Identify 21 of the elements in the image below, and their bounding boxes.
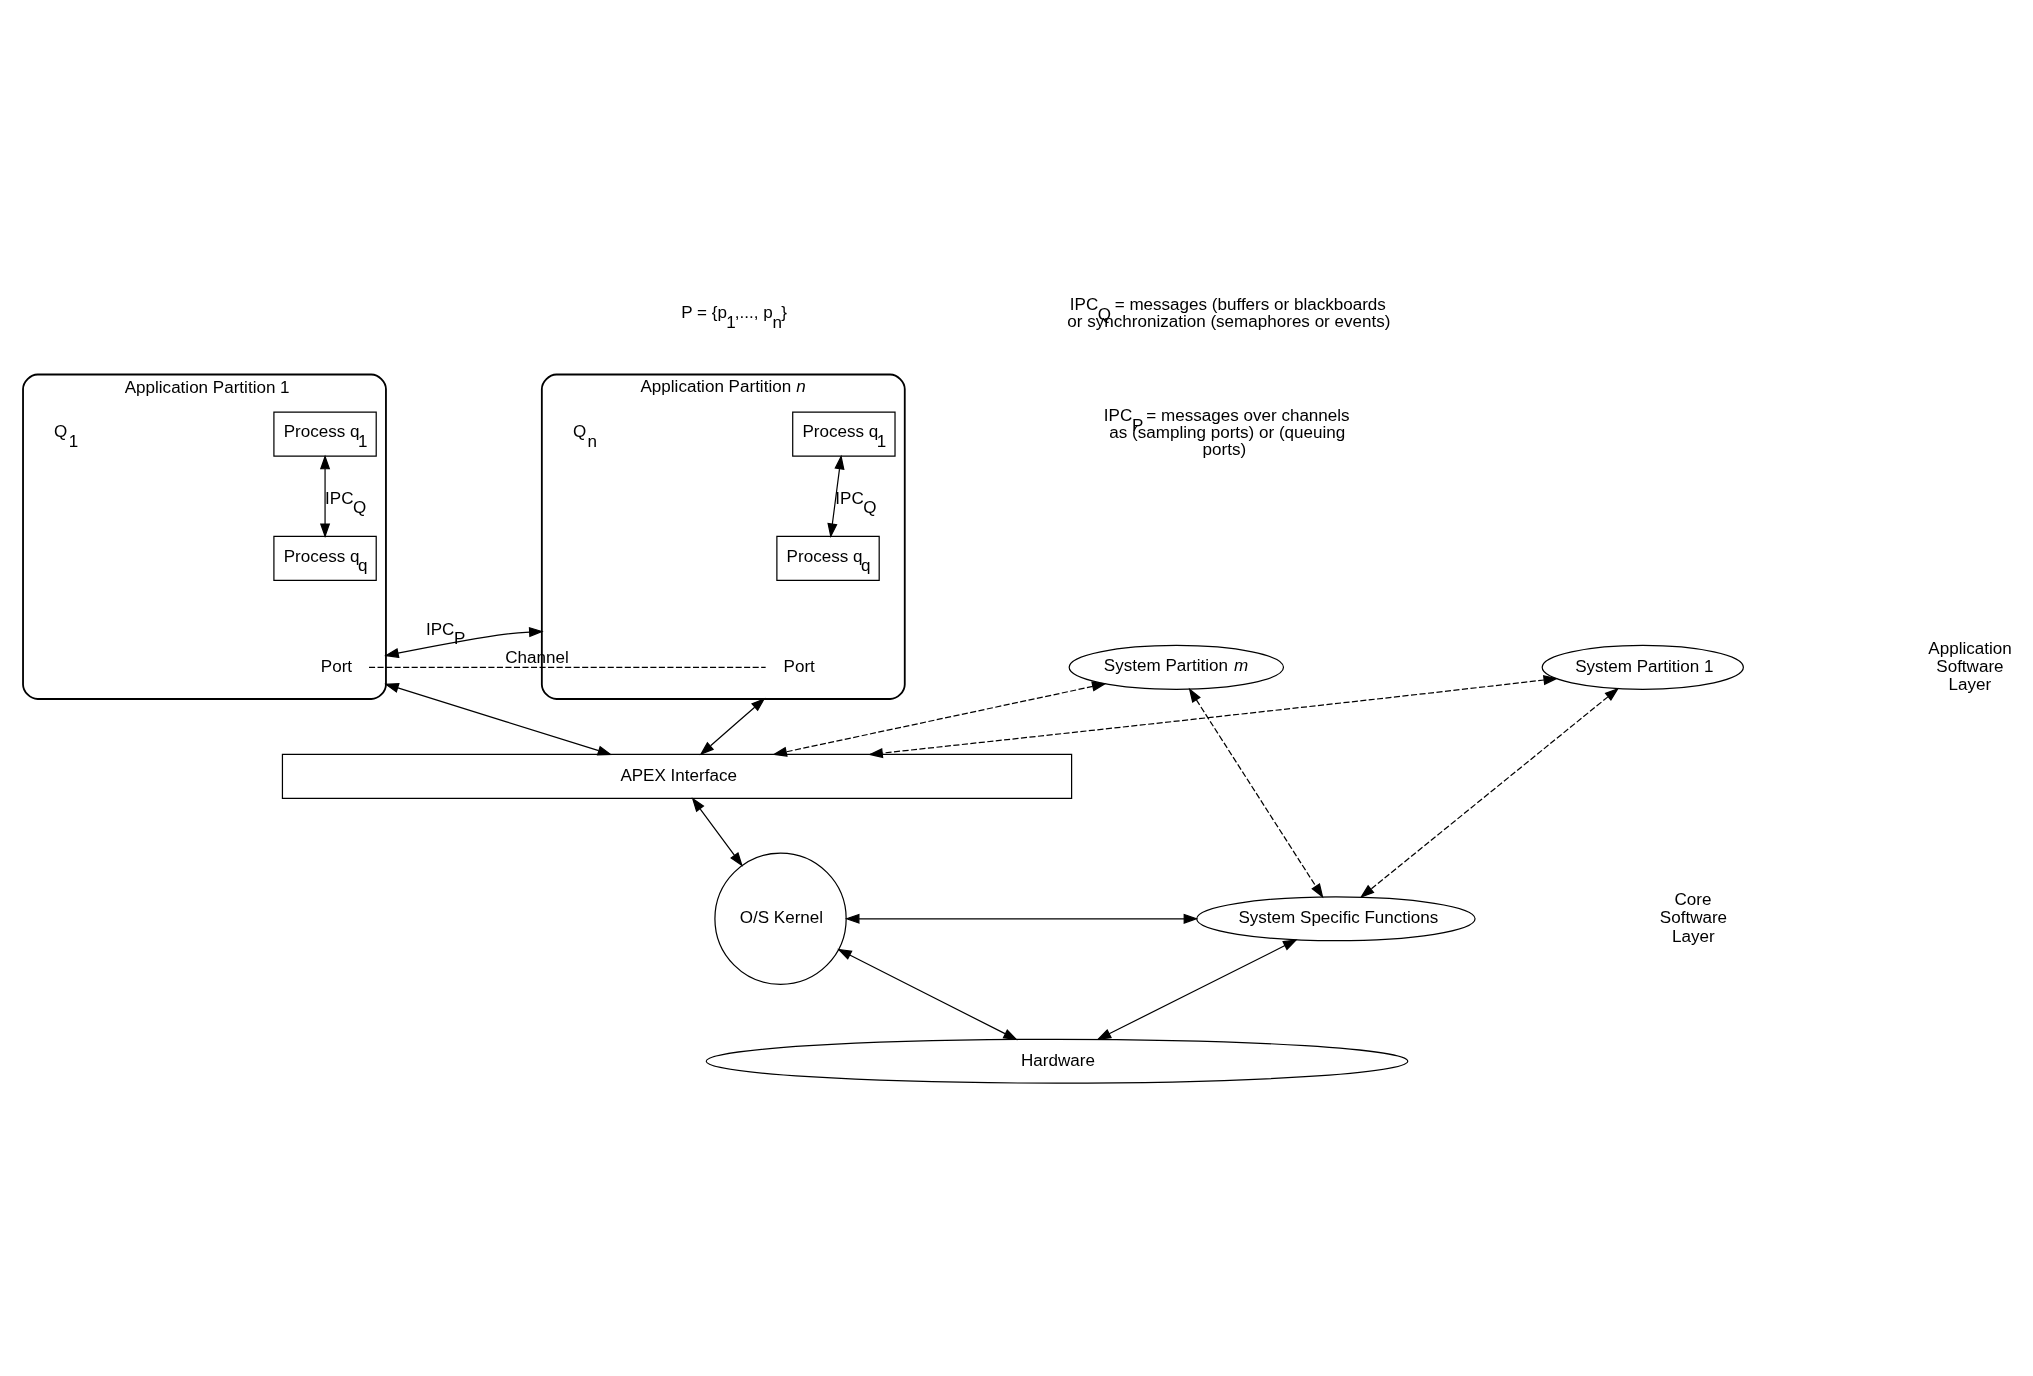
arrow [1188, 687, 1324, 899]
connector [368, 666, 767, 668]
arrow [837, 948, 1018, 1041]
arrow [319, 454, 331, 539]
arrow [868, 674, 1559, 759]
label: Application Software Layer [1928, 638, 2012, 695]
node-box: APEX Interface [281, 753, 1073, 799]
arrow [772, 681, 1107, 757]
arrow [691, 797, 743, 867]
node-ellipse: Hardware [705, 1038, 1409, 1084]
arrow [827, 454, 845, 538]
arrow [1096, 939, 1298, 1041]
node-text: Port [783, 656, 815, 676]
label: Core Software Layer [1659, 890, 1728, 946]
node-ellipse: System Specific Functions [1196, 896, 1476, 942]
arrow [1359, 687, 1620, 899]
arrow [384, 626, 544, 659]
node-text: Port [320, 656, 353, 676]
arrow [844, 913, 1199, 924]
arrow [384, 683, 613, 756]
arrow [699, 697, 766, 756]
